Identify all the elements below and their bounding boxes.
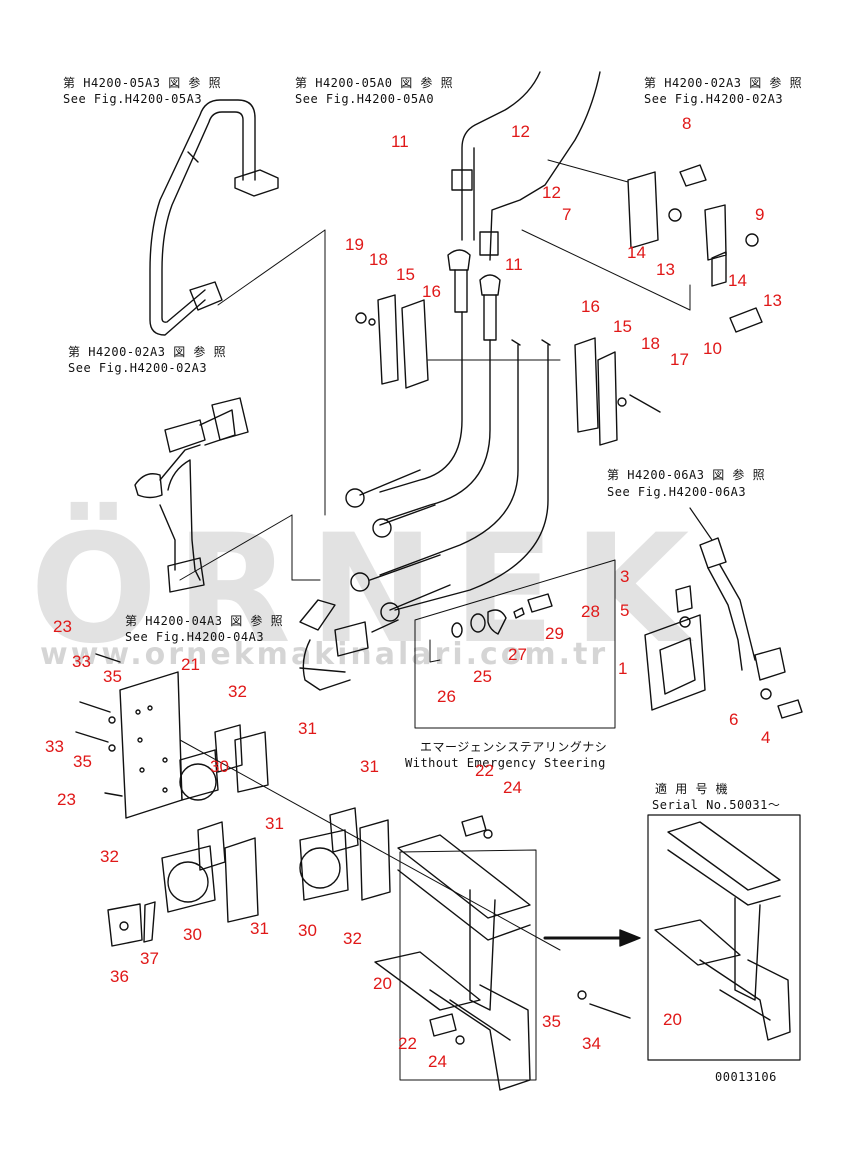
part-number-label: 25 <box>473 667 492 686</box>
part-number-label: 20 <box>373 974 392 993</box>
part-number-label: 15 <box>396 265 415 284</box>
part-number-label: 23 <box>53 617 72 636</box>
part-number-label: 31 <box>360 757 379 776</box>
part-number-label: 32 <box>100 847 119 866</box>
part-number-label: 33 <box>72 652 91 671</box>
part-number-label: 24 <box>428 1052 447 1071</box>
part-number-label: 16 <box>422 282 441 301</box>
part-number-label: 28 <box>581 602 600 621</box>
part-number-label: 23 <box>57 790 76 809</box>
ref-02a3-ja: 第 H4200-02A3 図 参 照 <box>644 76 803 90</box>
ref-04a3-ja: 第 H4200-04A3 図 参 照 <box>125 614 284 628</box>
part-number-label: 12 <box>511 122 530 141</box>
part-number-label: 6 <box>729 710 739 729</box>
ref-04a3-en: See Fig.H4200-04A3 <box>125 630 265 644</box>
part-number-label: 30 <box>183 925 202 944</box>
part-number-label: 33 <box>45 737 64 756</box>
ref-05a0-en: See Fig.H4200-05A0 <box>295 92 435 106</box>
part-number-label: 20 <box>663 1010 682 1029</box>
part-number-label: 12 <box>542 183 561 202</box>
part-number-label: 18 <box>641 334 660 353</box>
part-number-label: 22 <box>398 1034 417 1053</box>
part-number-label: 31 <box>265 814 284 833</box>
part-number-label: 37 <box>140 949 159 968</box>
serial-note-en: Serial No.50031～ <box>652 798 781 812</box>
ref-05a0-ja: 第 H4200-05A0 図 参 照 <box>295 76 454 90</box>
part-number-label: 22 <box>475 761 494 780</box>
part-number-label: 35 <box>103 667 122 686</box>
part-number-label: 29 <box>545 624 564 643</box>
part-number-label: 34 <box>582 1034 601 1053</box>
part-number-label: 32 <box>228 682 247 701</box>
part-number-label: 7 <box>562 205 572 224</box>
part-number-label: 4 <box>761 728 771 747</box>
emergency-note-en: Without Emergency Steering <box>405 756 606 770</box>
part-number-label: 35 <box>542 1012 561 1031</box>
ref-05a3-ja: 第 H4200-05A3 図 参 照 <box>63 76 222 90</box>
part-number-label: 30 <box>210 757 229 776</box>
part-number-label: 8 <box>682 114 692 133</box>
part-number-label: 11 <box>391 132 409 151</box>
part-number-label: 35 <box>73 752 92 771</box>
ref-02a3-left-en: See Fig.H4200-02A3 <box>68 361 208 375</box>
part-number-label: 16 <box>581 297 600 316</box>
ref-06a3-ja: 第 H4200-06A3 図 参 照 <box>607 468 766 482</box>
part-number-label: 14 <box>728 271 747 290</box>
ref-02a3-en: See Fig.H4200-02A3 <box>644 92 784 106</box>
part-number-label: 21 <box>181 655 200 674</box>
part-number-label: 13 <box>656 260 675 279</box>
ref-02a3-left-ja: 第 H4200-02A3 図 参 照 <box>68 345 227 359</box>
part-number-label: 36 <box>110 967 129 986</box>
part-number-label: 19 <box>345 235 364 254</box>
part-number-label: 24 <box>503 778 522 797</box>
part-number-label: 15 <box>613 317 632 336</box>
part-number-label: 11 <box>505 255 523 274</box>
part-number-label: 1 <box>618 659 628 678</box>
part-number-label: 5 <box>620 601 630 620</box>
emergency-note-ja: エマージェンシステアリングナシ <box>420 740 608 754</box>
part-number-label: 3 <box>620 567 630 586</box>
ref-06a3-en: See Fig.H4200-06A3 <box>607 485 747 499</box>
part-number-label: 27 <box>508 645 527 664</box>
part-number-label: 31 <box>250 919 269 938</box>
part-number-label: 13 <box>763 291 782 310</box>
part-number-label: 18 <box>369 250 388 269</box>
part-number-label: 26 <box>437 687 456 706</box>
watermark-brand: ÖRNEK <box>30 503 708 677</box>
drawing-number: 00013106 <box>715 1070 777 1084</box>
part-number-label: 32 <box>343 929 362 948</box>
part-number-label: 17 <box>670 350 689 369</box>
part-number-label: 14 <box>627 243 646 262</box>
watermark-site: www.ornekmakinalari.com.tr <box>40 637 609 672</box>
ref-05a3-en: See Fig.H4200-05A3 <box>63 92 203 106</box>
part-number-label: 9 <box>755 205 765 224</box>
part-number-label: 10 <box>703 339 722 358</box>
part-number-label: 31 <box>298 719 317 738</box>
serial-note-ja: 適 用 号 機 <box>655 782 729 796</box>
part-number-label: 30 <box>298 921 317 940</box>
